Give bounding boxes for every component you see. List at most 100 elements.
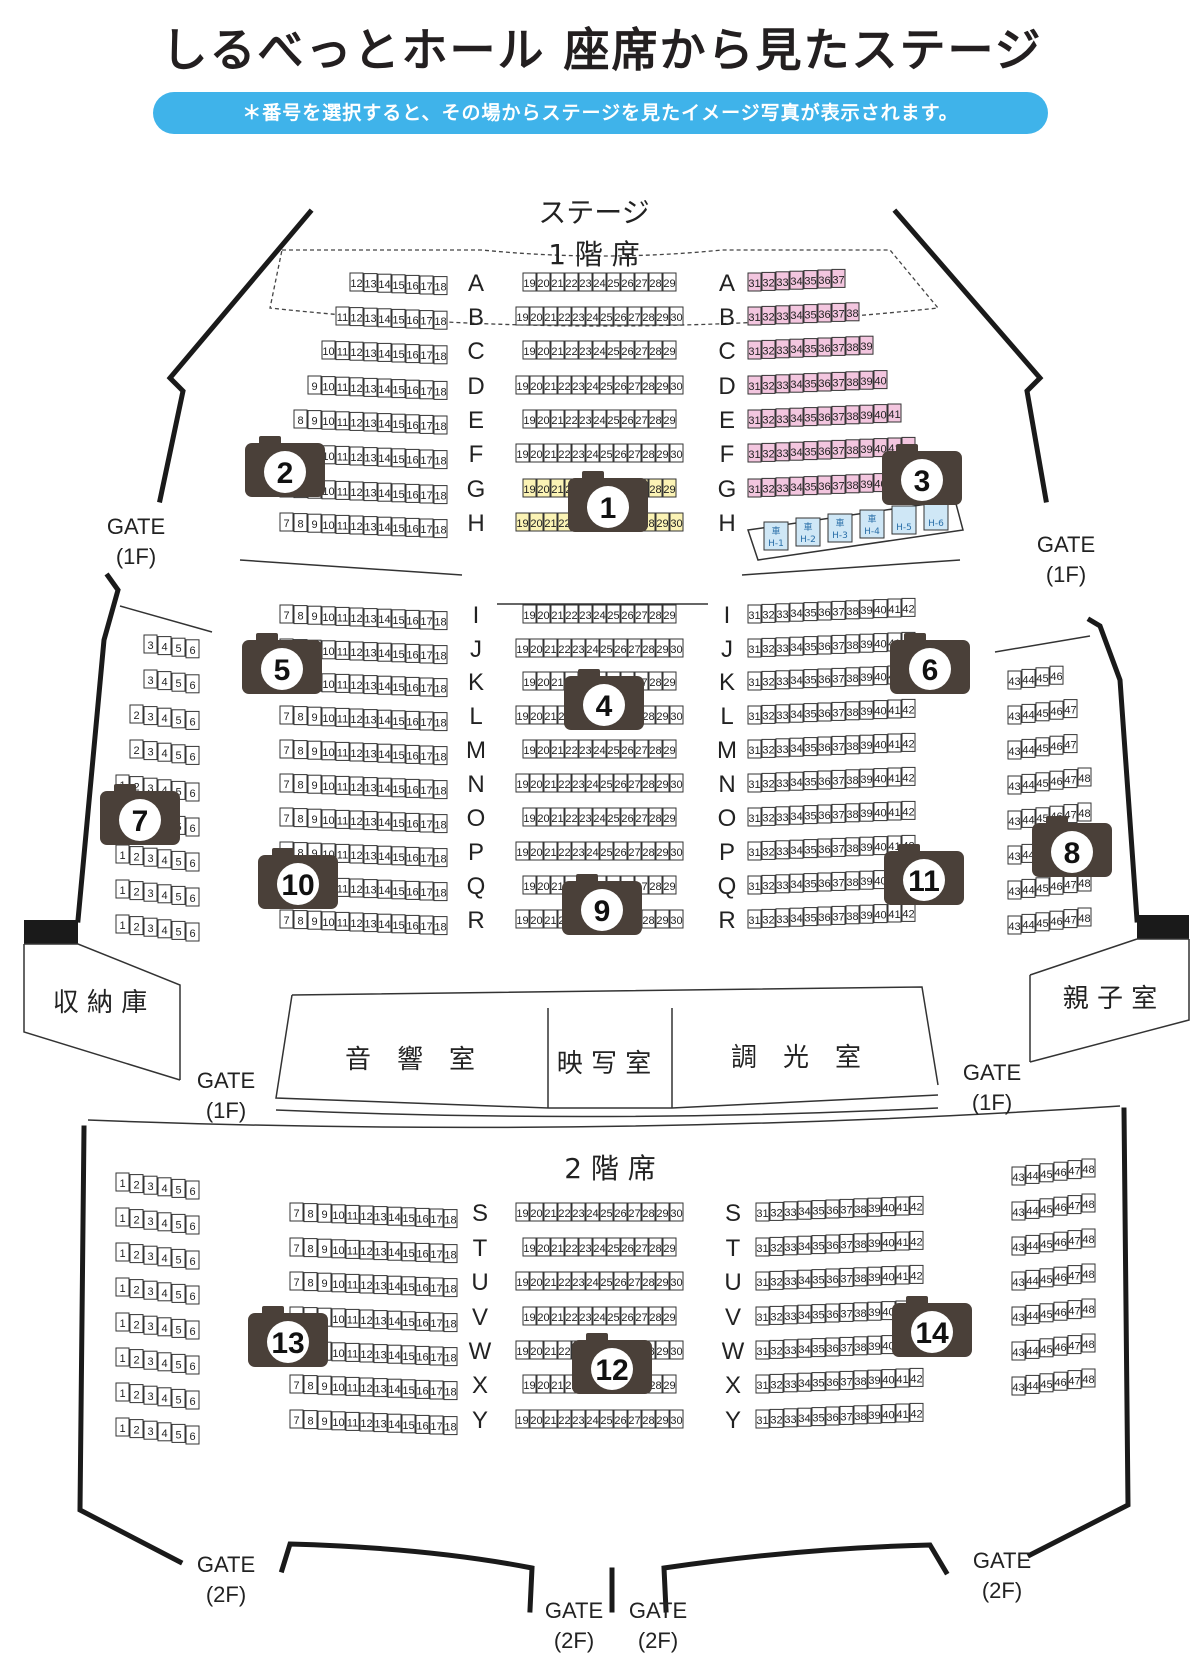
seat-D-R-40: 40 <box>873 370 888 390</box>
seat-Y-L-11: 11 <box>345 1411 360 1431</box>
seat-number: 7 <box>293 1380 299 1392</box>
seat-number: 24 <box>586 847 598 859</box>
camera-number: 11 <box>908 865 940 898</box>
seat-f2_right-2-48: 48 <box>1081 1228 1096 1248</box>
seat-X-L-12: 12 <box>359 1377 374 1397</box>
camera-marker-13[interactable]: 13 <box>248 1306 328 1367</box>
seat-number: 4 <box>161 713 167 725</box>
seat-K-R-40: 40 <box>873 666 888 686</box>
seat-R-L-13: 13 <box>363 913 378 933</box>
seat-X-L-11: 11 <box>345 1376 360 1396</box>
seat-number: 6 <box>189 893 195 905</box>
seat-box <box>592 340 607 360</box>
seat-number: 46 <box>1054 1202 1066 1214</box>
seat-W-C-29: 29 <box>655 1340 670 1360</box>
seat-number: 13 <box>364 418 376 430</box>
seat-E-R-37: 37 <box>831 405 846 425</box>
seat-box <box>655 512 670 532</box>
seat-number: 31 <box>756 1380 768 1392</box>
seat-U-R-42: 42 <box>909 1264 924 1284</box>
seat-number: 39 <box>860 639 872 651</box>
seat-E-C-26: 26 <box>620 409 635 429</box>
seat-number: 46 <box>1050 706 1062 718</box>
seat-number: 26 <box>614 449 626 461</box>
seat-number: 26 <box>621 415 633 427</box>
seat-number: 23 <box>572 449 584 461</box>
camera-marker-6[interactable]: 6 <box>890 633 970 694</box>
seat-box <box>845 439 860 459</box>
seat-number: 39 <box>860 605 872 617</box>
seat-number: 42 <box>910 1236 922 1248</box>
camera-marker-11[interactable]: 11 <box>884 844 964 905</box>
seat-number: 33 <box>776 744 788 756</box>
seat-number: 3 <box>147 1251 153 1263</box>
seat-N-C-28: 28 <box>641 773 656 793</box>
seat-f2_right-2-45: 45 <box>1039 1233 1054 1253</box>
seat-R-R-32: 32 <box>761 908 776 928</box>
seat-W-L-10: 10 <box>331 1342 346 1362</box>
seat-number: 22 <box>558 1415 570 1427</box>
seat-number: 17 <box>420 386 432 398</box>
camera-number: 2 <box>277 457 294 490</box>
camera-marker-8[interactable]: 8 <box>1032 816 1112 877</box>
seat-number: 25 <box>607 1312 619 1324</box>
seat-box <box>335 341 350 361</box>
seat-F-C-29: 29 <box>655 443 670 463</box>
row-label-left: H <box>467 510 484 537</box>
camera-marker-10[interactable]: 10 <box>258 848 338 909</box>
seat-D-L-17: 17 <box>419 380 434 400</box>
seat-number: 32 <box>770 1207 782 1219</box>
seat-box <box>433 310 448 330</box>
seat-number: 14 <box>378 522 390 534</box>
camera-marker-2[interactable]: 2 <box>245 436 325 497</box>
seat-number: 8 <box>297 746 303 758</box>
camera-marker-9[interactable]: 9 <box>562 874 642 935</box>
seat-number: 36 <box>818 378 830 390</box>
seat-box <box>585 306 600 326</box>
seat-box <box>578 272 593 292</box>
seat-K-C-21: 21 <box>550 671 565 691</box>
seat-box <box>335 306 350 326</box>
seat-number: 22 <box>558 1346 570 1358</box>
seat-box <box>321 410 336 430</box>
seat-number: 17 <box>420 316 432 328</box>
camera-shutter <box>896 444 918 453</box>
seat-N-C-30: 30 <box>669 773 684 793</box>
seat-f2_left-5-4: 4 <box>157 1352 172 1372</box>
camera-marker-14[interactable]: 14 <box>892 1296 972 1357</box>
seat-F-C-25: 25 <box>599 443 614 463</box>
camera-marker-4[interactable]: 4 <box>564 669 644 730</box>
row-label-right: O <box>718 805 737 832</box>
seat-S-C-26: 26 <box>613 1202 628 1222</box>
seat-number: 1 <box>119 1388 125 1400</box>
seat-number: 42 <box>910 1201 922 1213</box>
camera-marker-3[interactable]: 3 <box>882 444 962 505</box>
seat-number: 41 <box>896 1237 908 1249</box>
seat-H-L-7: 7 <box>279 512 294 532</box>
seat-number: 28 <box>642 915 654 927</box>
seat-number: 12 <box>350 417 362 429</box>
camera-marker-7[interactable]: 7 <box>100 784 180 845</box>
seat-number: 24 <box>593 346 605 358</box>
seat-K-C-28: 28 <box>648 671 663 691</box>
camera-shutter <box>578 669 600 678</box>
seat-number: 20 <box>530 312 542 324</box>
seat-E-R-40: 40 <box>873 404 888 424</box>
seat-P-L-12: 12 <box>349 844 364 864</box>
front-row-zone <box>269 249 940 327</box>
seat-D-C-26: 26 <box>613 375 628 395</box>
seat-f2_right-1-46: 46 <box>1053 1196 1068 1216</box>
seat-number: 18 <box>434 888 446 900</box>
seat-number: 37 <box>832 308 844 320</box>
seat-number: 7 <box>283 745 289 757</box>
camera-marker-1[interactable]: 1 <box>568 471 648 532</box>
seat-number: 6 <box>189 716 195 728</box>
camera-marker-12[interactable]: 12 <box>572 1333 652 1394</box>
seat-D-L-16: 16 <box>405 379 420 399</box>
seat-U-L-14: 14 <box>387 1275 402 1295</box>
seat-N-C-20: 20 <box>529 773 544 793</box>
seat-f1_left-3-6: 6 <box>185 745 200 765</box>
camera-marker-5[interactable]: 5 <box>242 633 322 694</box>
seat-number: 10 <box>322 646 334 658</box>
seat-number: 3 <box>147 1321 153 1333</box>
